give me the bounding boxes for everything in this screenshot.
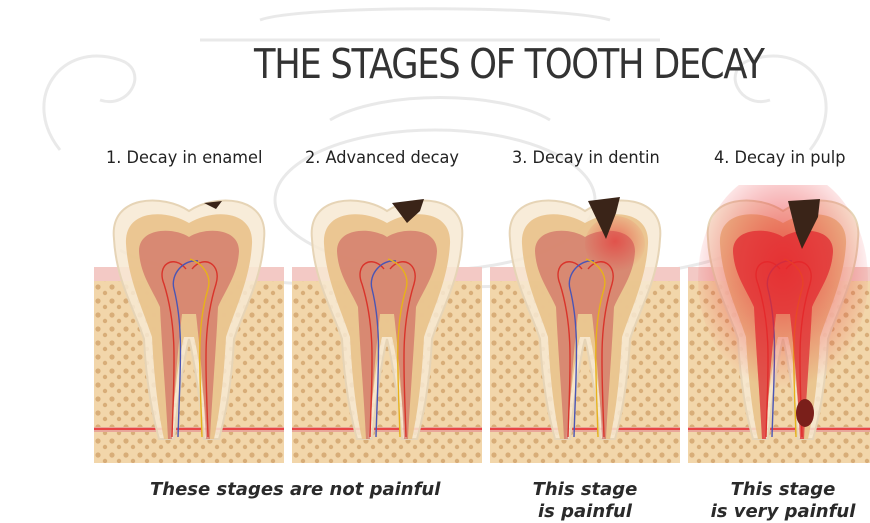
caption-painful-line1: This stage — [500, 479, 670, 501]
tooth-panel-stage-3 — [490, 185, 680, 463]
tooth-panel-stage-1 — [94, 185, 284, 463]
caption-very-painful-line2: is very painful — [697, 501, 869, 523]
caption-very-painful-line1: This stage — [697, 479, 869, 501]
caption-not-painful: These stages are not painful — [150, 479, 440, 501]
caption-painful-line2: is painful — [500, 501, 670, 523]
stage-label-2: 2. Advanced decay — [305, 148, 459, 168]
abscess — [796, 399, 814, 427]
caption-not-painful-text: These stages are not painful — [150, 479, 440, 500]
stage-label-4: 4. Decay in pulp — [714, 148, 845, 168]
caption-very-painful: This stage is very painful — [697, 479, 869, 523]
stage-label-3: 3. Decay in dentin — [512, 148, 660, 168]
caption-painful: This stage is painful — [500, 479, 670, 523]
stage-label-1: 1. Decay in enamel — [106, 148, 262, 168]
inflammation-glow — [585, 216, 645, 272]
tooth-panel-stage-2 — [292, 185, 482, 463]
tooth-panel-stage-4 — [688, 185, 870, 463]
page-title: THE STAGES OF TOOTH DECAY — [254, 40, 770, 88]
